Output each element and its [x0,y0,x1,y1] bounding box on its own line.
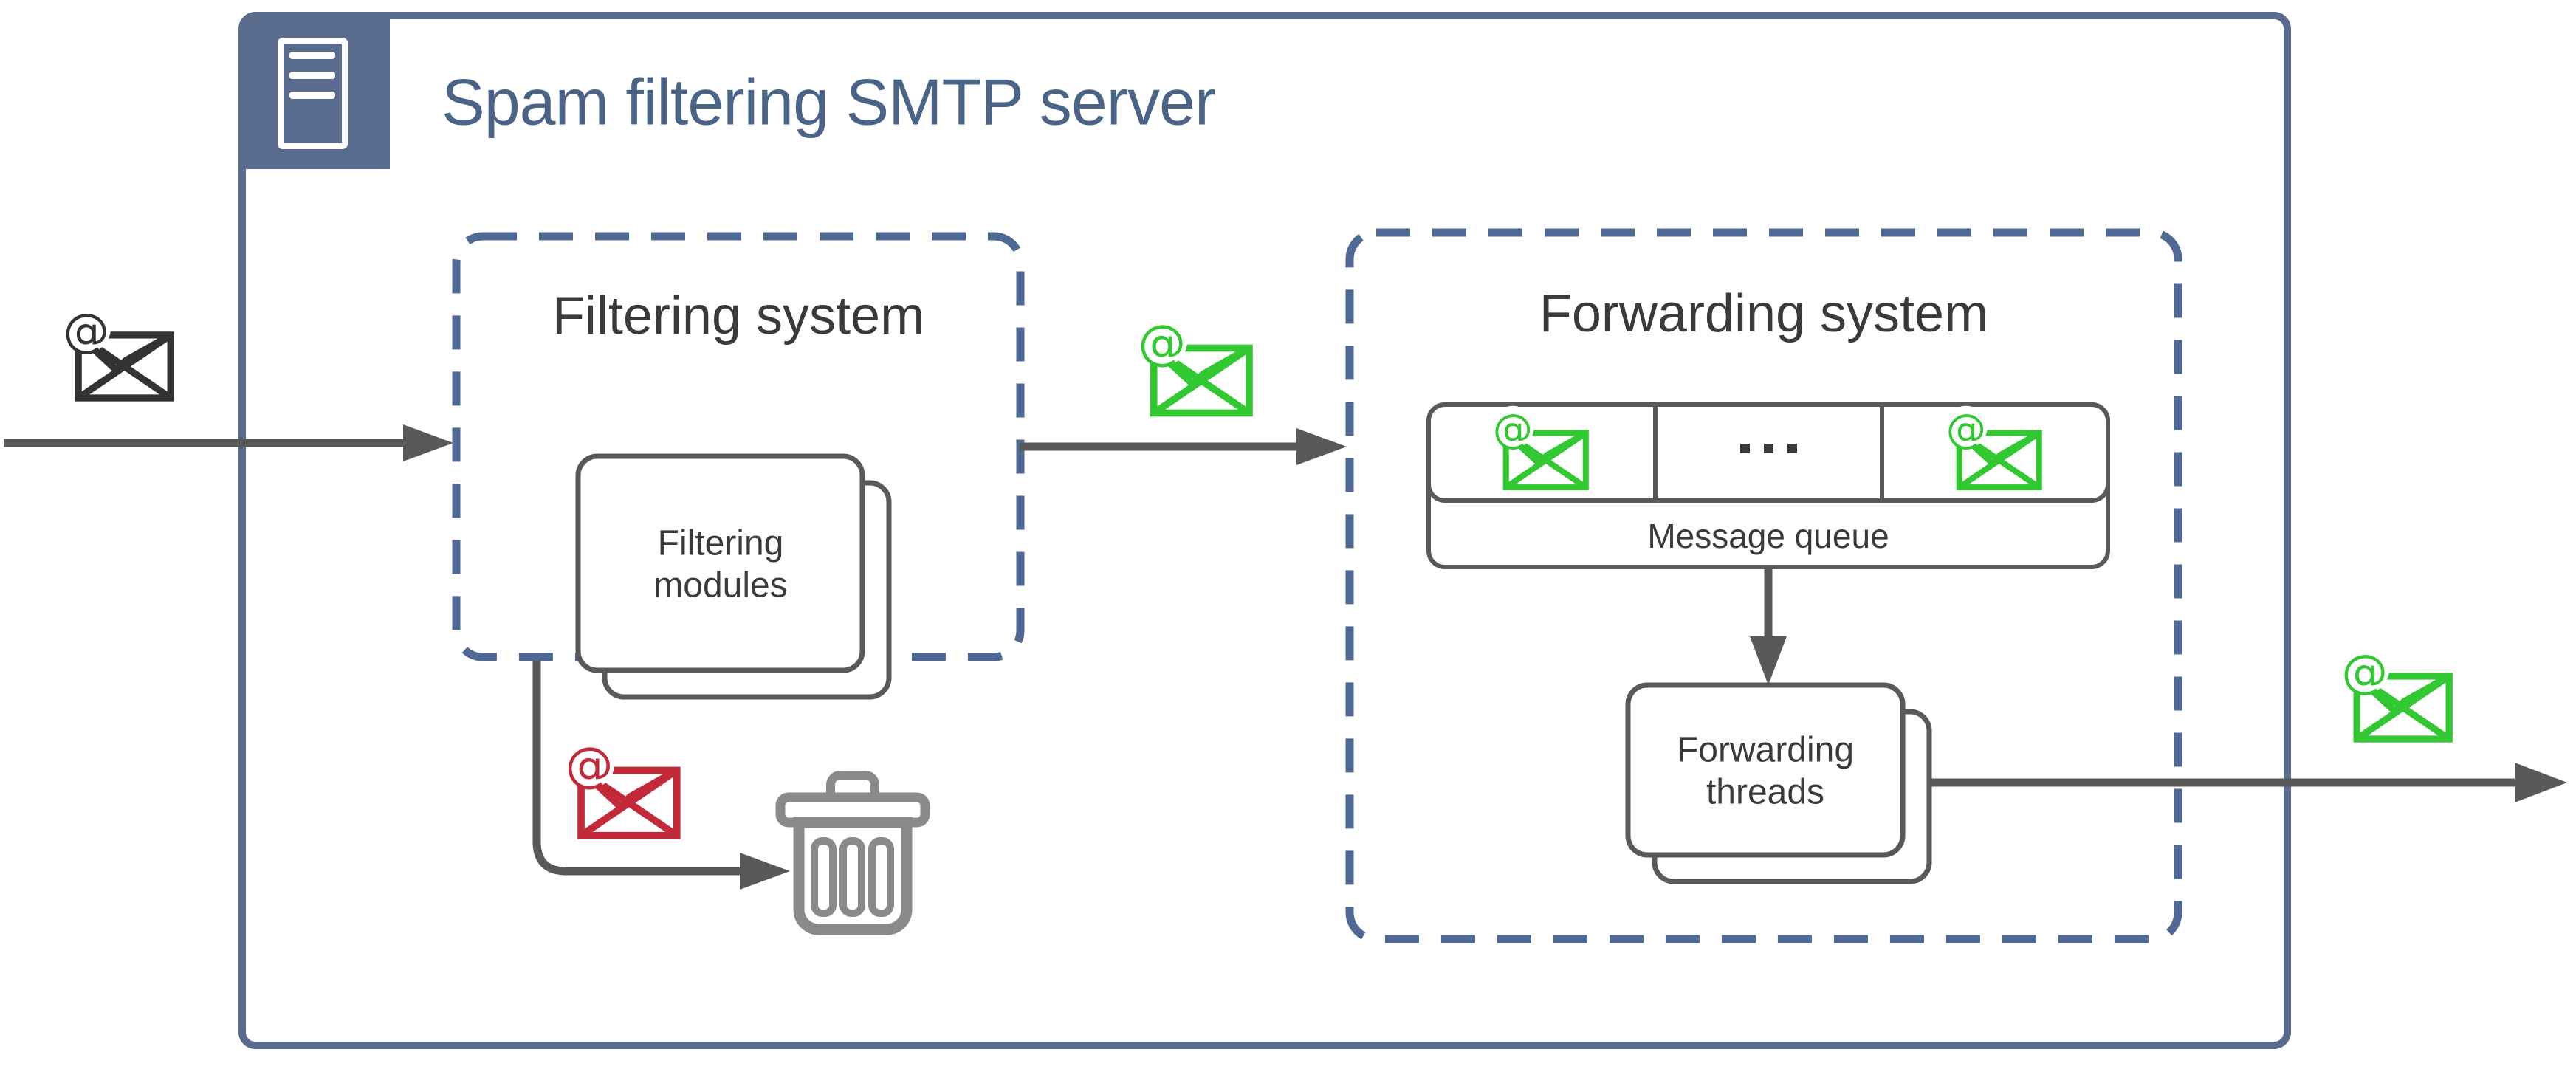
forwarding-system-label: Forwarding system [1539,284,1988,343]
forwarding-system-border [1345,228,2182,943]
filtering-modules-label-line1: Filtering [658,524,784,563]
filtering-modules-front-card [575,453,865,673]
spam-arrow-line [532,661,741,876]
queue-to-threads-arrow [1750,568,1787,685]
incoming-arrow-head [403,424,453,461]
server-icon [278,38,348,149]
forwarding-threads-label-line2: threads [1706,773,1824,812]
message-queue-label: Message queue [1647,517,1889,555]
forwarding-threads-front-card [1625,682,1906,858]
queue-ellipsis [1740,444,1797,453]
forwarding-system-box: Forwarding system Message queue Forwardi… [1345,228,2182,943]
spam-discard-flow [532,661,930,935]
outgoing-email [1929,645,2567,802]
trash-icon [775,771,930,935]
forwarding-threads-label-line1: Forwarding [1677,731,1854,770]
incoming-email [4,303,453,461]
message-queue: Message queue [1426,402,2110,569]
filtering-modules-card: Filtering modules [575,453,892,700]
email-at-icon-black [62,303,171,398]
email-at-icon-green [1136,315,1249,413]
email-at-icon-green [2340,645,2450,739]
filtering-system-box: Filtering system Filtering modules [452,232,1025,700]
spam-arrow-head [740,853,790,890]
filtering-modules-label-line2: modules [653,566,787,605]
outgoing-arrow-head [2515,763,2567,802]
diagram-title: Spam filtering SMTP server [442,66,1215,139]
email-at-icon-red [564,738,677,836]
forwarding-threads-card: Forwarding threads [1625,682,1932,884]
server-box-border [238,12,2291,1049]
to-forwarding-arrow-head [1296,428,1347,465]
smtp-server-box: Spam filtering SMTP server [238,12,2291,1049]
filtered-email-flow [1020,315,1347,465]
filtering-system-label: Filtering system [552,286,924,346]
